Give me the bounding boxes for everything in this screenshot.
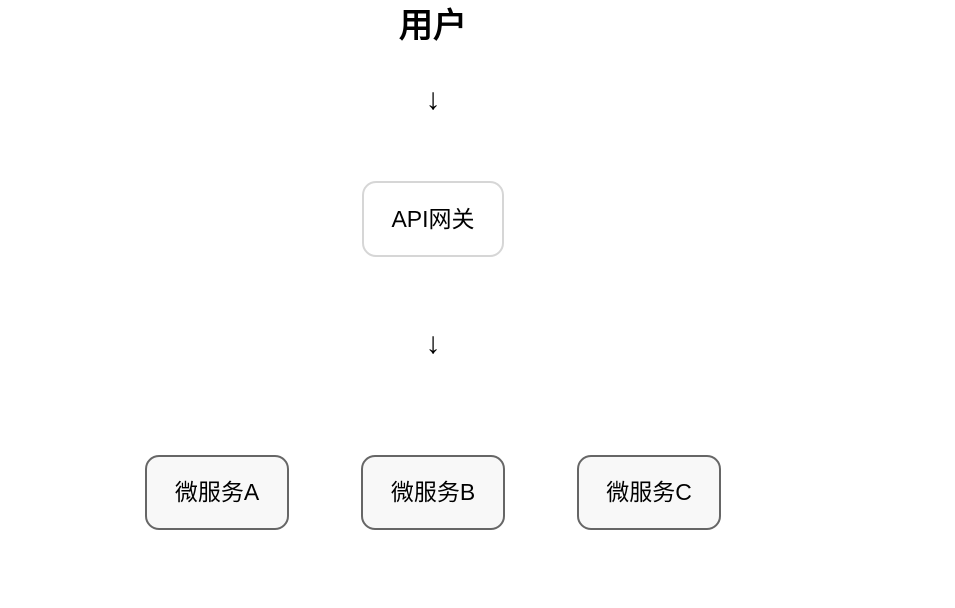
down-arrow-icon: ↓ bbox=[425, 83, 441, 116]
service-node-c: 微服务C bbox=[577, 455, 721, 530]
service-node-a-label: 微服务A bbox=[174, 479, 260, 505]
down-arrow-icon: ↓ bbox=[425, 327, 441, 360]
api-gateway-label: API网关 bbox=[391, 205, 475, 232]
service-node-b: 微服务B bbox=[361, 455, 505, 530]
diagram-title: 用户 bbox=[399, 7, 467, 45]
api-gateway-node: API网关 bbox=[362, 181, 504, 257]
service-node-b-label: 微服务B bbox=[390, 479, 476, 505]
services-row: 微服务A 微服务B 微服务C bbox=[145, 455, 721, 530]
service-node-c-label: 微服务C bbox=[606, 479, 692, 505]
service-node-a: 微服务A bbox=[145, 455, 289, 530]
